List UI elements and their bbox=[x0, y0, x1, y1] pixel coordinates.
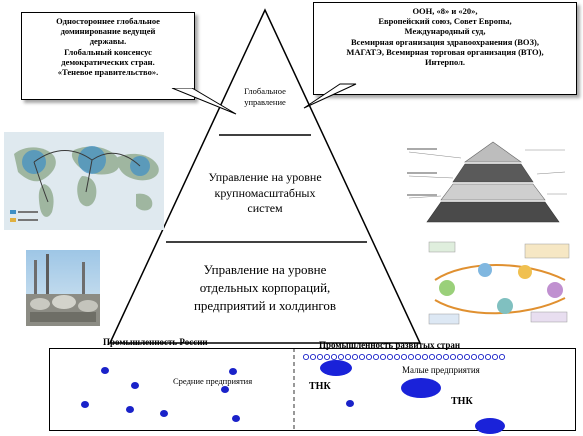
small-enterprise-dot bbox=[346, 400, 354, 407]
tier-corporations-line: Управление на уровне bbox=[203, 262, 327, 277]
medium-enterprise-dot bbox=[126, 406, 134, 413]
russia-industry-title: Промышленность России bbox=[103, 337, 208, 347]
layered-pyramid-image bbox=[405, 138, 570, 234]
medium-enterprise-dot bbox=[160, 410, 168, 417]
medium-enterprise-dot bbox=[229, 368, 237, 375]
medium-enterprise-dot bbox=[221, 386, 229, 393]
callout-right-line: Европейский союз, Совет Европы, bbox=[378, 16, 512, 27]
tier-systems-line: Управление на уровне bbox=[208, 170, 322, 184]
tnk-label: ТНК bbox=[309, 381, 331, 392]
callout-left-line: доминирование ведущей bbox=[60, 26, 156, 37]
small-enterprises-label: Малые предприятия bbox=[402, 365, 480, 375]
medium-enterprise-dot bbox=[232, 415, 240, 422]
tnk-blob bbox=[401, 378, 441, 398]
tnk-blob bbox=[320, 360, 352, 376]
tier-corporations-line: предприятий и холдингов bbox=[193, 298, 337, 314]
callout-right-line: Всемирная организация здравоохранения (В… bbox=[350, 36, 539, 47]
callout-left-line: «Теневое правительство». bbox=[57, 66, 159, 77]
tier-global-line: Глобальное bbox=[244, 86, 286, 96]
tier-global-governance: Глобальное управление bbox=[225, 86, 305, 109]
callout-international-organizations: ООН, «8» и «20», Европейский союз, Совет… bbox=[313, 2, 577, 95]
callout-global-domination: Одностороннее глобальное доминирование в… bbox=[21, 12, 195, 100]
callout-right-line: ООН, «8» и «20», bbox=[412, 6, 478, 16]
callout-right-line: МАГАТЭ, Всемирная торговая организация (… bbox=[346, 46, 544, 57]
pyramid-outline bbox=[108, 8, 422, 344]
tnk-label: ТНК bbox=[451, 396, 473, 407]
tier-corporations-line: отдельных корпораций, bbox=[199, 280, 331, 296]
callout-left-line: демократических стран. bbox=[61, 56, 155, 67]
callout-right-pointer bbox=[303, 83, 357, 109]
tier-corporations: Управление на уровне отдельных корпораци… bbox=[160, 261, 370, 316]
developed-industry-title: Промышленность развитых стран bbox=[319, 340, 461, 350]
tnk-blob bbox=[475, 418, 505, 434]
medium-enterprises-label: Средние предприятия bbox=[173, 376, 253, 386]
tier-large-systems: Управление на уровне крупномасштабных си… bbox=[180, 170, 350, 217]
small-enterprise-row bbox=[302, 353, 506, 361]
callout-left-line: Глобальный консенсус bbox=[64, 46, 152, 57]
callout-right-line: Международный суд, bbox=[404, 26, 486, 37]
medium-enterprise-dot bbox=[131, 382, 139, 389]
callout-right-line: Интерпол. bbox=[424, 56, 466, 67]
energy-system-image bbox=[425, 240, 575, 326]
callout-left-pointer bbox=[171, 88, 237, 115]
medium-enterprise-dot bbox=[81, 401, 89, 408]
panels-frame bbox=[49, 348, 576, 431]
tier-systems-line: систем bbox=[247, 201, 283, 216]
world-map-image bbox=[4, 132, 164, 230]
tier-systems-line: крупномасштабных bbox=[214, 185, 316, 200]
callout-left-line: державы. bbox=[89, 36, 127, 47]
refinery-photo bbox=[26, 250, 100, 326]
tier-global-line: управление bbox=[244, 97, 286, 108]
medium-enterprise-dot bbox=[101, 367, 109, 374]
callout-left-line: Одностороннее глобальное bbox=[56, 16, 160, 26]
